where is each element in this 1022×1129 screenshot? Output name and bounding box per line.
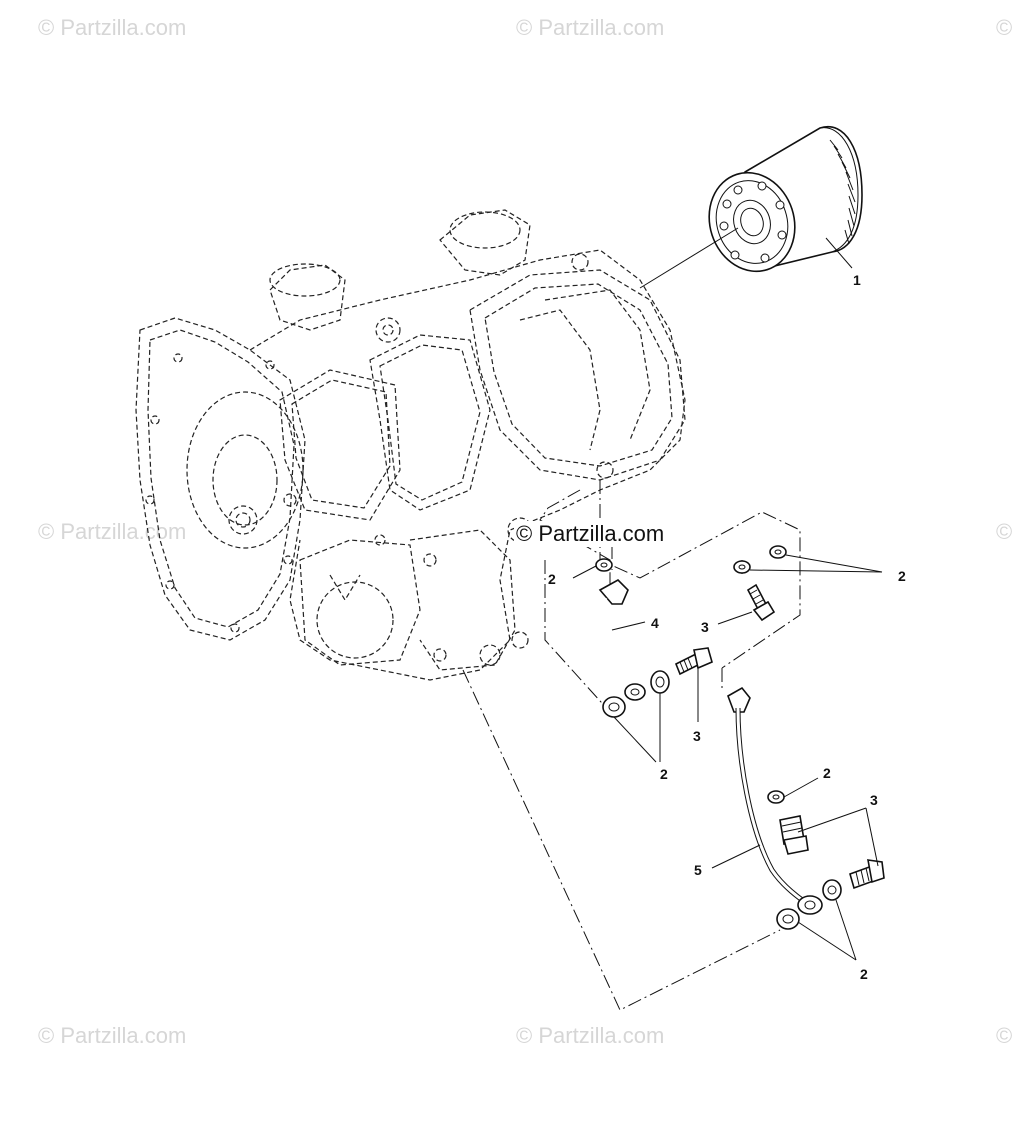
copyright-icon: © — [38, 1023, 55, 1048]
center-watermark: © Partzilla.com — [514, 521, 667, 547]
callout-2-upper-left: 2 — [548, 571, 556, 587]
bolt-lower-left — [779, 815, 809, 855]
copyright-icon: © — [38, 519, 55, 544]
watermark-mid-right: © — [996, 519, 1012, 545]
watermark-top-right: © — [996, 15, 1012, 41]
watermark-bottom-left: © Partzilla.com — [38, 1023, 187, 1048]
leader-lines — [572, 554, 883, 961]
callout-2-lower-right: 2 — [823, 765, 831, 781]
oil-filter — [639, 125, 863, 289]
copyright-icon: © — [516, 15, 533, 40]
oil-pipe-lower — [727, 686, 823, 915]
watermark-mid-left: © Partzilla.com — [38, 519, 187, 544]
engine-crankcase-outline — [135, 209, 686, 681]
watermark-top-center: © Partzilla.com — [516, 15, 665, 40]
assembly-lines — [462, 480, 801, 1011]
copyright-icon: © — [996, 519, 1013, 544]
watermark-top-left: © Partzilla.com — [38, 15, 187, 40]
callout-1: 1 — [853, 272, 861, 288]
bolt-middle — [674, 647, 713, 676]
callouts: 1 2 2 3 4 3 2 2 3 5 2 — [548, 272, 906, 982]
watermark-bottom-right: © — [996, 1023, 1012, 1049]
banjo-bolts — [674, 583, 885, 890]
callout-3-middle: 3 — [693, 728, 701, 744]
callout-2-upper-right: 2 — [898, 568, 906, 584]
copyright-icon: © — [38, 15, 55, 40]
callout-5: 5 — [694, 862, 702, 878]
callout-3-upper: 3 — [701, 619, 709, 635]
callout-2-bottom: 2 — [860, 966, 868, 982]
oil-pipe-upper — [597, 579, 646, 701]
copyright-icon: © — [996, 1023, 1013, 1048]
copyright-icon: © — [516, 1023, 533, 1048]
bolt-lower-right — [849, 859, 885, 890]
copyright-icon: © — [996, 15, 1013, 40]
watermark-bottom-center: © Partzilla.com — [516, 1023, 665, 1048]
callout-4: 4 — [651, 615, 659, 631]
callout-2-middle: 2 — [660, 766, 668, 782]
callout-3-lower: 3 — [870, 792, 878, 808]
bolt-upper-right — [746, 583, 776, 622]
